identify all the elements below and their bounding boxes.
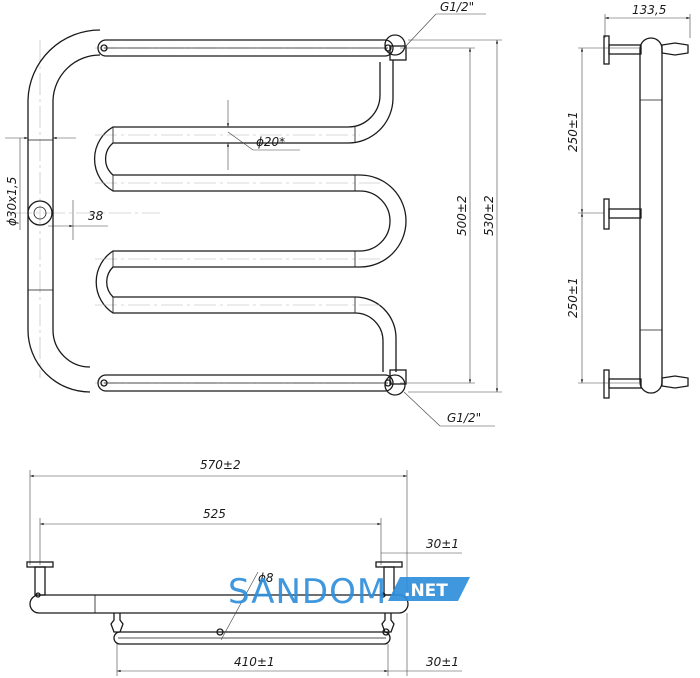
watermark-suffix: .NET (404, 581, 448, 601)
serpentine-outer (93, 62, 391, 372)
watermark-logo: SANDOM .NET (228, 572, 470, 612)
width-axis-label: 525 (203, 507, 226, 521)
offset-lower-label: 30±1 (426, 655, 459, 669)
fitting-top (384, 34, 406, 56)
offset-upper-label: 30±1 (426, 537, 459, 551)
top-view: 570±2 525 30±1 ϕ8 410±1 (26, 458, 462, 676)
main-tube-label: ϕ30x1,5 (5, 177, 19, 226)
height-outer-label: 530±2 (482, 195, 496, 236)
spacing-top-label: 250±1 (566, 111, 580, 152)
thread-bottom-label: G1/2" (447, 411, 481, 425)
rod-diameter-label: ϕ8 (258, 571, 274, 585)
offset-label: 38 (88, 209, 104, 223)
spacing-bottom-label: 250±1 (566, 277, 580, 318)
fitting-bottom (384, 374, 406, 396)
serpentine-inner (104, 60, 407, 372)
width-total-label: 570±2 (200, 458, 241, 472)
side-view: 133,5 250±1 250±1 (566, 3, 691, 399)
watermark-brand: SANDOM (228, 572, 387, 612)
height-inner-label: 500±2 (455, 195, 469, 236)
depth-label: 133,5 (632, 3, 666, 17)
front-view: G1/2" G1/2" ϕ20* ϕ30x1,5 38 500±2 530±2 (5, 0, 502, 427)
shelf-length-label: 410±1 (234, 655, 275, 669)
main-tube-outer (27, 29, 101, 101)
pipe-diameter-label: ϕ20* (256, 135, 285, 149)
mount-plug (27, 200, 53, 226)
watermark-badge (388, 577, 470, 601)
thread-top-label: G1/2" (440, 0, 474, 14)
